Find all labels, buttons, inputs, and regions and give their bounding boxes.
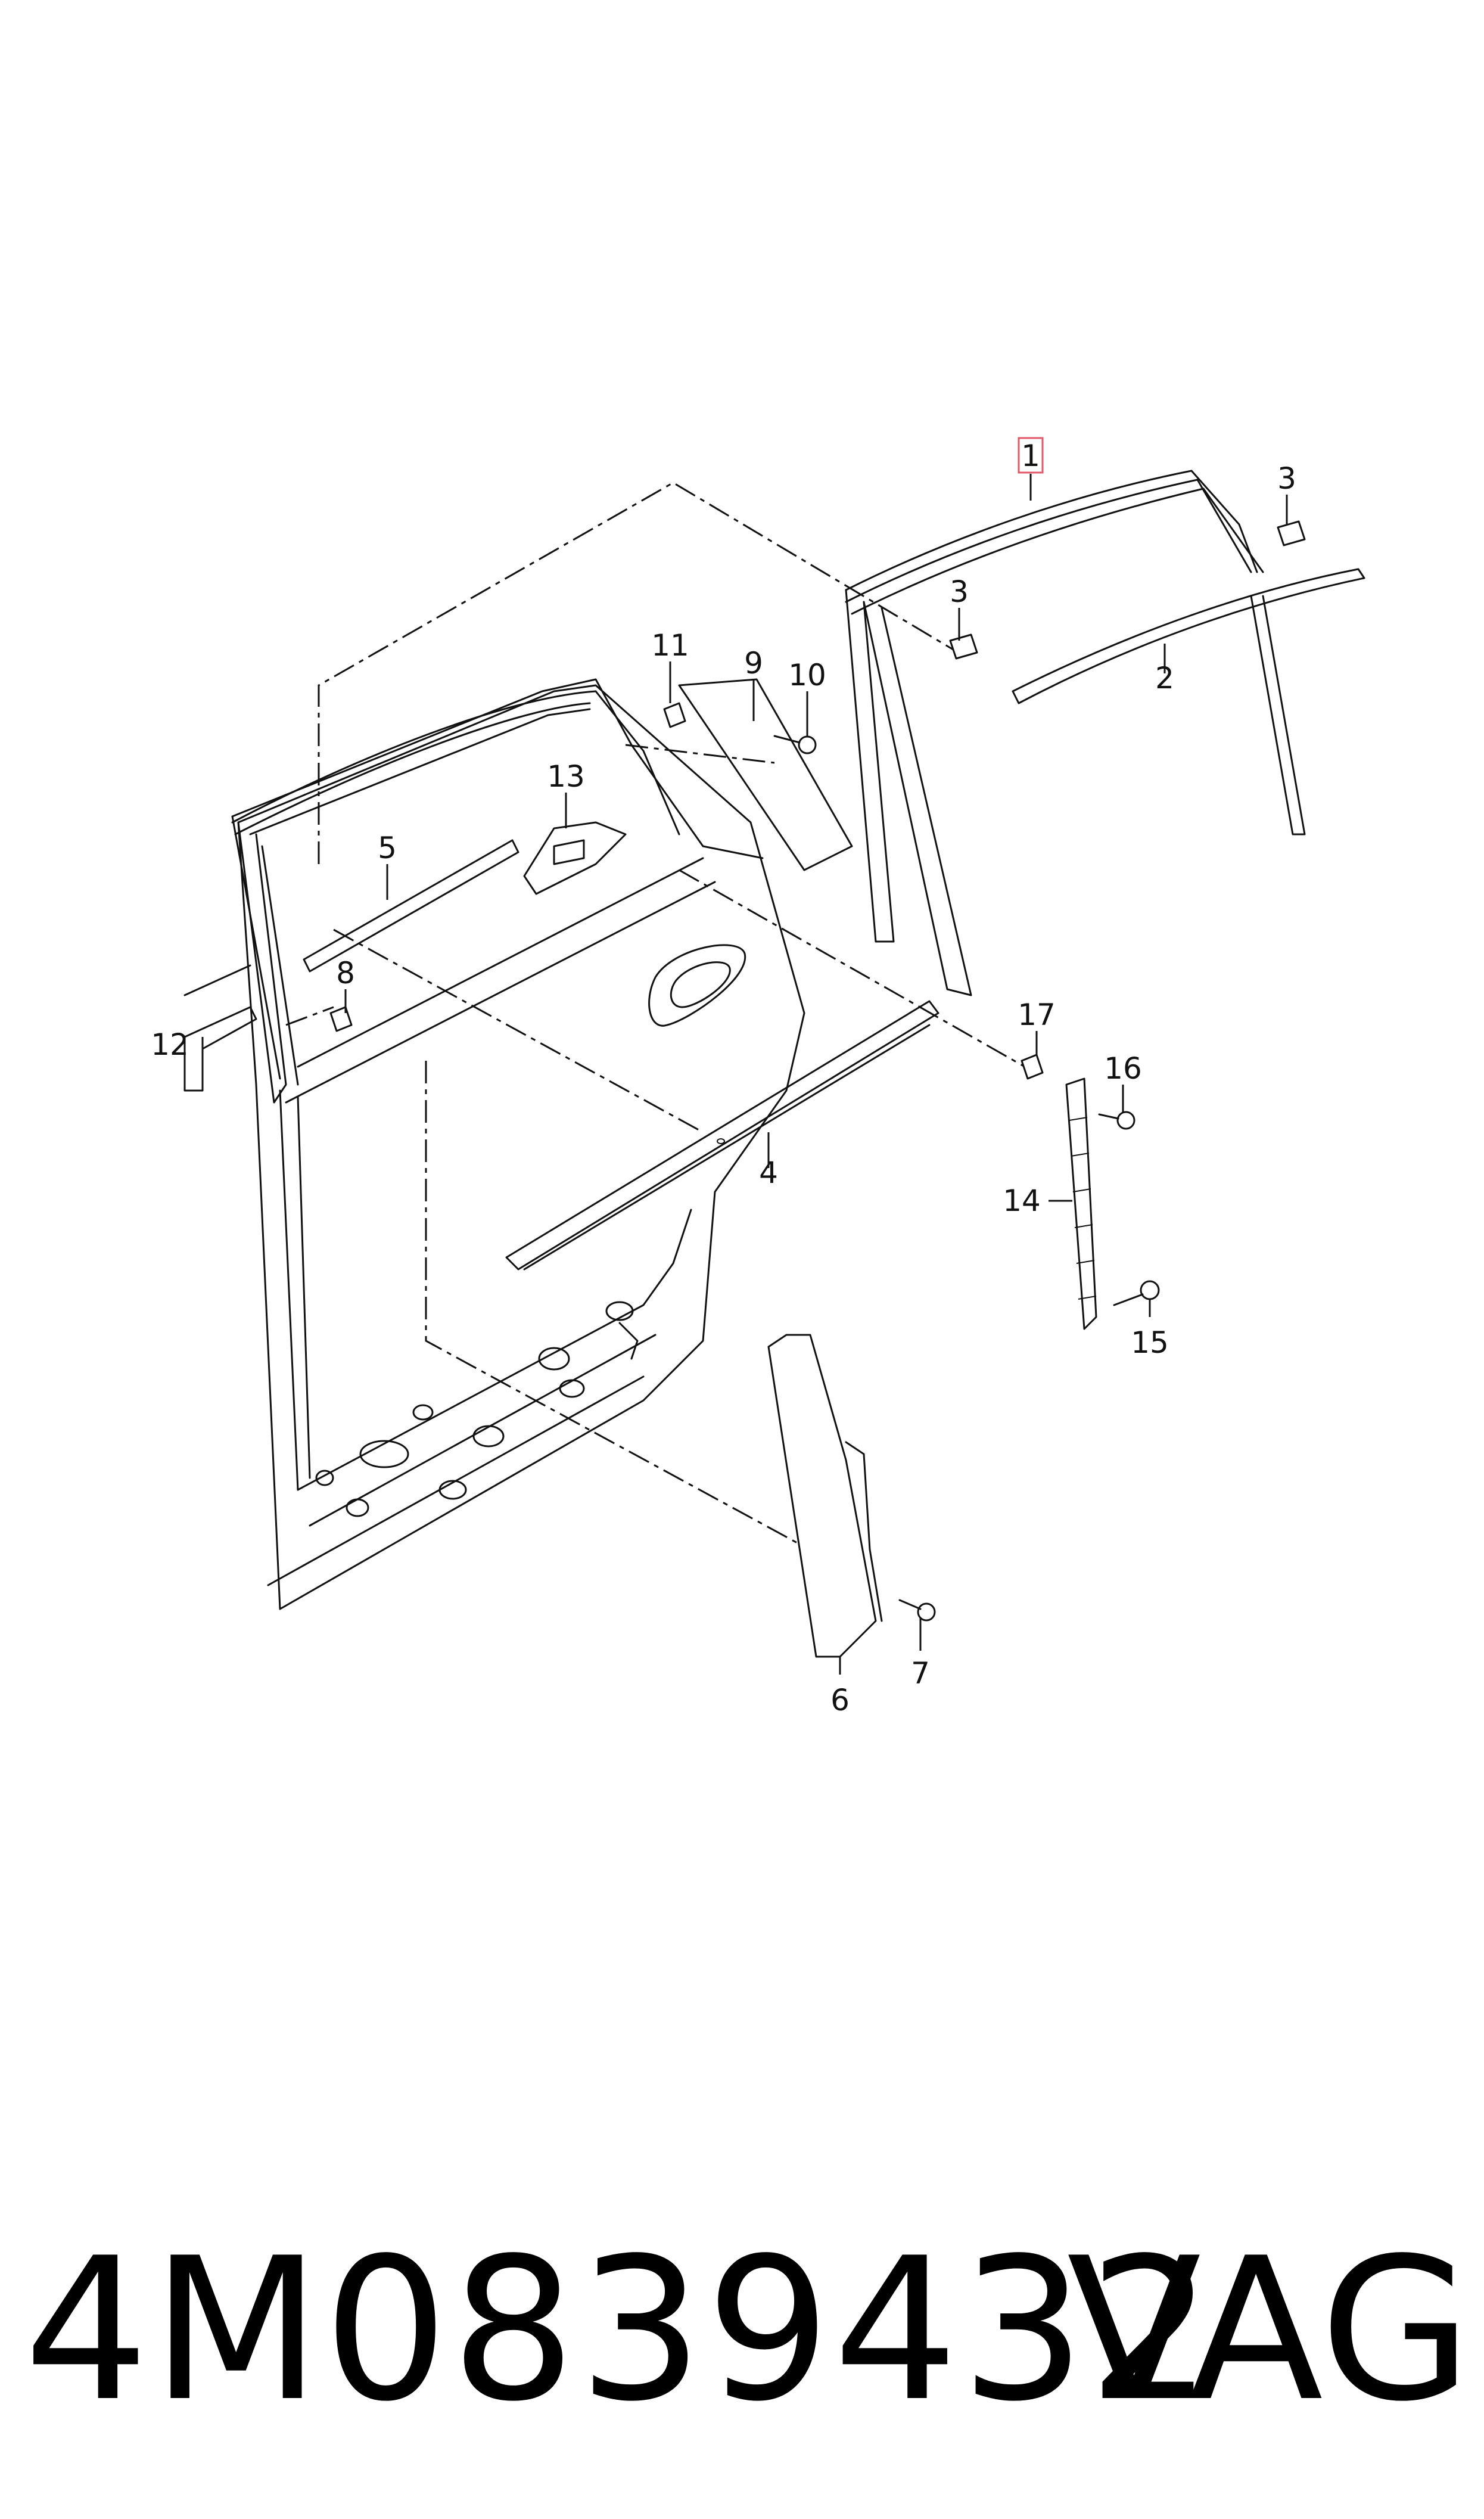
part-3-clip-upper	[1277, 520, 1306, 546]
callout-17: 17	[1018, 998, 1056, 1032]
callout-3-upper: 3	[1277, 461, 1296, 496]
callout-8: 8	[336, 956, 355, 990]
part-number: 4M0839432	[24, 2216, 1216, 2445]
part-12-guide-rail	[183, 964, 257, 1092]
part-10-screw	[773, 735, 817, 754]
part-9-trim-piece	[678, 678, 853, 871]
callout-16: 16	[1104, 1051, 1142, 1086]
part-7-screw	[898, 1599, 936, 1622]
callout-3-lower: 3	[950, 574, 969, 609]
callout-7: 7	[911, 1656, 930, 1691]
part-4-belt-moulding	[505, 1000, 939, 1271]
callout-leaders	[201, 474, 1288, 1675]
assembly-lines	[285, 482, 1025, 1545]
callout-6: 6	[830, 1683, 850, 1717]
part-15-bolt	[1113, 1280, 1160, 1306]
callout-1: 1	[1021, 439, 1040, 473]
callout-5: 5	[378, 831, 397, 865]
door-window-frame	[231, 690, 680, 1080]
part-6-pillar-cover	[767, 1334, 883, 1658]
callout-13: 13	[547, 759, 585, 794]
part-14-seal-strip	[1065, 1077, 1097, 1330]
exploded-parts-diagram: 1 2 3 3 4 5 6 7 8 9 10 11 12 13 14 15 16…	[151, 437, 1365, 1717]
part-1-upper-frame-trim	[845, 470, 1264, 996]
part-11-clip	[663, 702, 686, 728]
callout-11: 11	[651, 628, 689, 663]
callout-4: 4	[759, 1156, 778, 1190]
part-2-outer-trim-strip	[1012, 568, 1365, 835]
part-13-bracket	[523, 821, 627, 895]
brand-name: VAG	[1066, 2216, 1472, 2445]
callout-12: 12	[151, 1027, 189, 1062]
callout-9: 9	[744, 646, 763, 681]
callout-10: 10	[788, 658, 826, 692]
callout-1-highlight-box	[1018, 437, 1044, 474]
part-3-clip-lower	[949, 633, 978, 660]
footer-caption: 4M0839432 VAG	[0, 2205, 1484, 2455]
callout-14: 14	[1003, 1184, 1041, 1218]
part-5-inner-belt-strip	[303, 839, 519, 973]
part-17-clip	[1021, 1054, 1044, 1080]
part-8-clip	[329, 1006, 353, 1032]
callout-2: 2	[1155, 661, 1174, 695]
part-16-screw	[1098, 1111, 1135, 1130]
callout-15: 15	[1131, 1325, 1169, 1360]
